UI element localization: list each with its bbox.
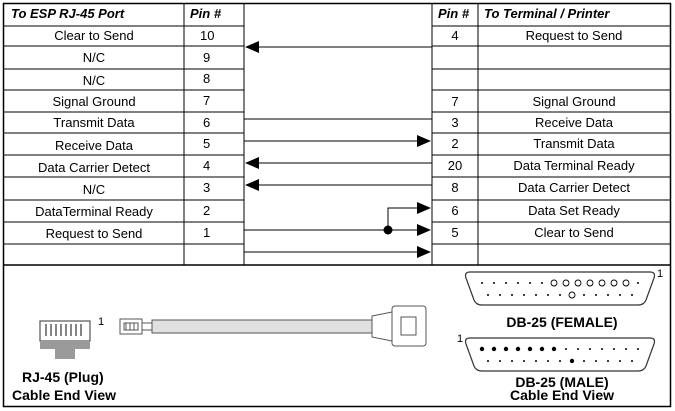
right-row-pin: 6 <box>451 203 459 218</box>
left-row-signal: N/C <box>82 50 106 65</box>
right-row-pin: 2 <box>451 136 459 151</box>
right-row-signal: Request to Send <box>525 28 623 43</box>
cable-assembly-icon <box>119 305 427 347</box>
left-row-pin: 4 <box>203 158 211 173</box>
db25-female-pin1-label: 1 <box>657 268 664 280</box>
rj45-caption: RJ-45 (Plug) <box>22 369 104 385</box>
left-header-signal: To ESP RJ-45 Port <box>11 6 125 21</box>
left-header-pin: Pin # <box>190 6 222 21</box>
junction-dot-icon <box>383 225 393 235</box>
left-row-signal: N/C <box>82 182 106 197</box>
arrow-right-icon <box>417 202 431 214</box>
right-row-pin: 20 <box>447 158 463 173</box>
right-row-signal: Data Carrier Detect <box>518 180 630 195</box>
arrow-left-icon <box>245 157 259 169</box>
arrow-right-icon <box>417 135 431 147</box>
arrow-left-icon <box>245 41 259 53</box>
db25-female-icon <box>464 271 656 306</box>
left-row-signal: Receive Data <box>54 138 134 153</box>
rj45-caption-sub: Cable End View <box>12 387 116 403</box>
right-row-signal: Data Set Ready <box>528 203 620 218</box>
wiring-arrowheads <box>245 41 431 258</box>
right-row-pin: 3 <box>451 115 459 130</box>
left-table-grid <box>3 3 245 265</box>
left-row-pin: 2 <box>203 203 211 218</box>
left-row-signal: Clear to Send <box>54 28 134 43</box>
rj45-pin1-label: 1 <box>98 316 105 328</box>
left-row-pin: 6 <box>203 115 211 130</box>
arrow-left-icon <box>245 179 259 191</box>
right-row-signal: Signal Ground <box>532 94 616 109</box>
right-header-pin: Pin # <box>438 6 470 21</box>
right-row-signal: Data Terminal Ready <box>513 158 635 173</box>
left-row-pin: 9 <box>203 50 211 65</box>
db25-male-caption: DB-25 (MALE) <box>515 374 609 390</box>
right-header-signal: To Terminal / Printer <box>484 6 610 21</box>
right-row-signal: Transmit Data <box>533 136 615 151</box>
db25-male-caption-sub: Cable End View <box>510 387 614 403</box>
right-row-pin: 5 <box>451 225 459 240</box>
left-row-pin: 10 <box>200 28 215 43</box>
right-row-pin: 4 <box>451 28 459 43</box>
right-row-pin: 8 <box>451 180 459 195</box>
db25-male-pin1-label: 1 <box>457 333 464 345</box>
left-row-pin: 3 <box>203 180 211 195</box>
wiring-lines <box>244 46 432 253</box>
left-row-pin: 1 <box>203 225 211 240</box>
right-row-signal: Clear to Send <box>534 225 614 240</box>
left-row-pin: 7 <box>203 93 211 108</box>
left-row-pin: 5 <box>203 136 211 151</box>
left-row-signal: Transmit Data <box>53 115 135 130</box>
db25-female-caption: DB-25 (FEMALE) <box>506 314 618 330</box>
left-row-signal: Signal Ground <box>52 94 136 109</box>
right-table-grid <box>431 3 671 265</box>
left-row-signal: Data Carrier Detect <box>38 160 150 175</box>
left-row-pin: 8 <box>203 71 211 86</box>
left-row-signal: N/C <box>82 73 106 88</box>
arrow-right-icon <box>417 224 431 236</box>
right-row-signal: Receive Data <box>534 115 614 130</box>
right-row-pin: 7 <box>451 94 459 109</box>
wire-dtr-dcd-branch <box>387 207 420 230</box>
rj45-plug-icon <box>39 320 91 359</box>
left-row-signal: DataTerminal Ready <box>35 204 153 219</box>
db25-male-icon <box>464 337 656 372</box>
arrow-right-icon <box>417 246 431 258</box>
left-row-signal: Request to Send <box>45 226 143 241</box>
